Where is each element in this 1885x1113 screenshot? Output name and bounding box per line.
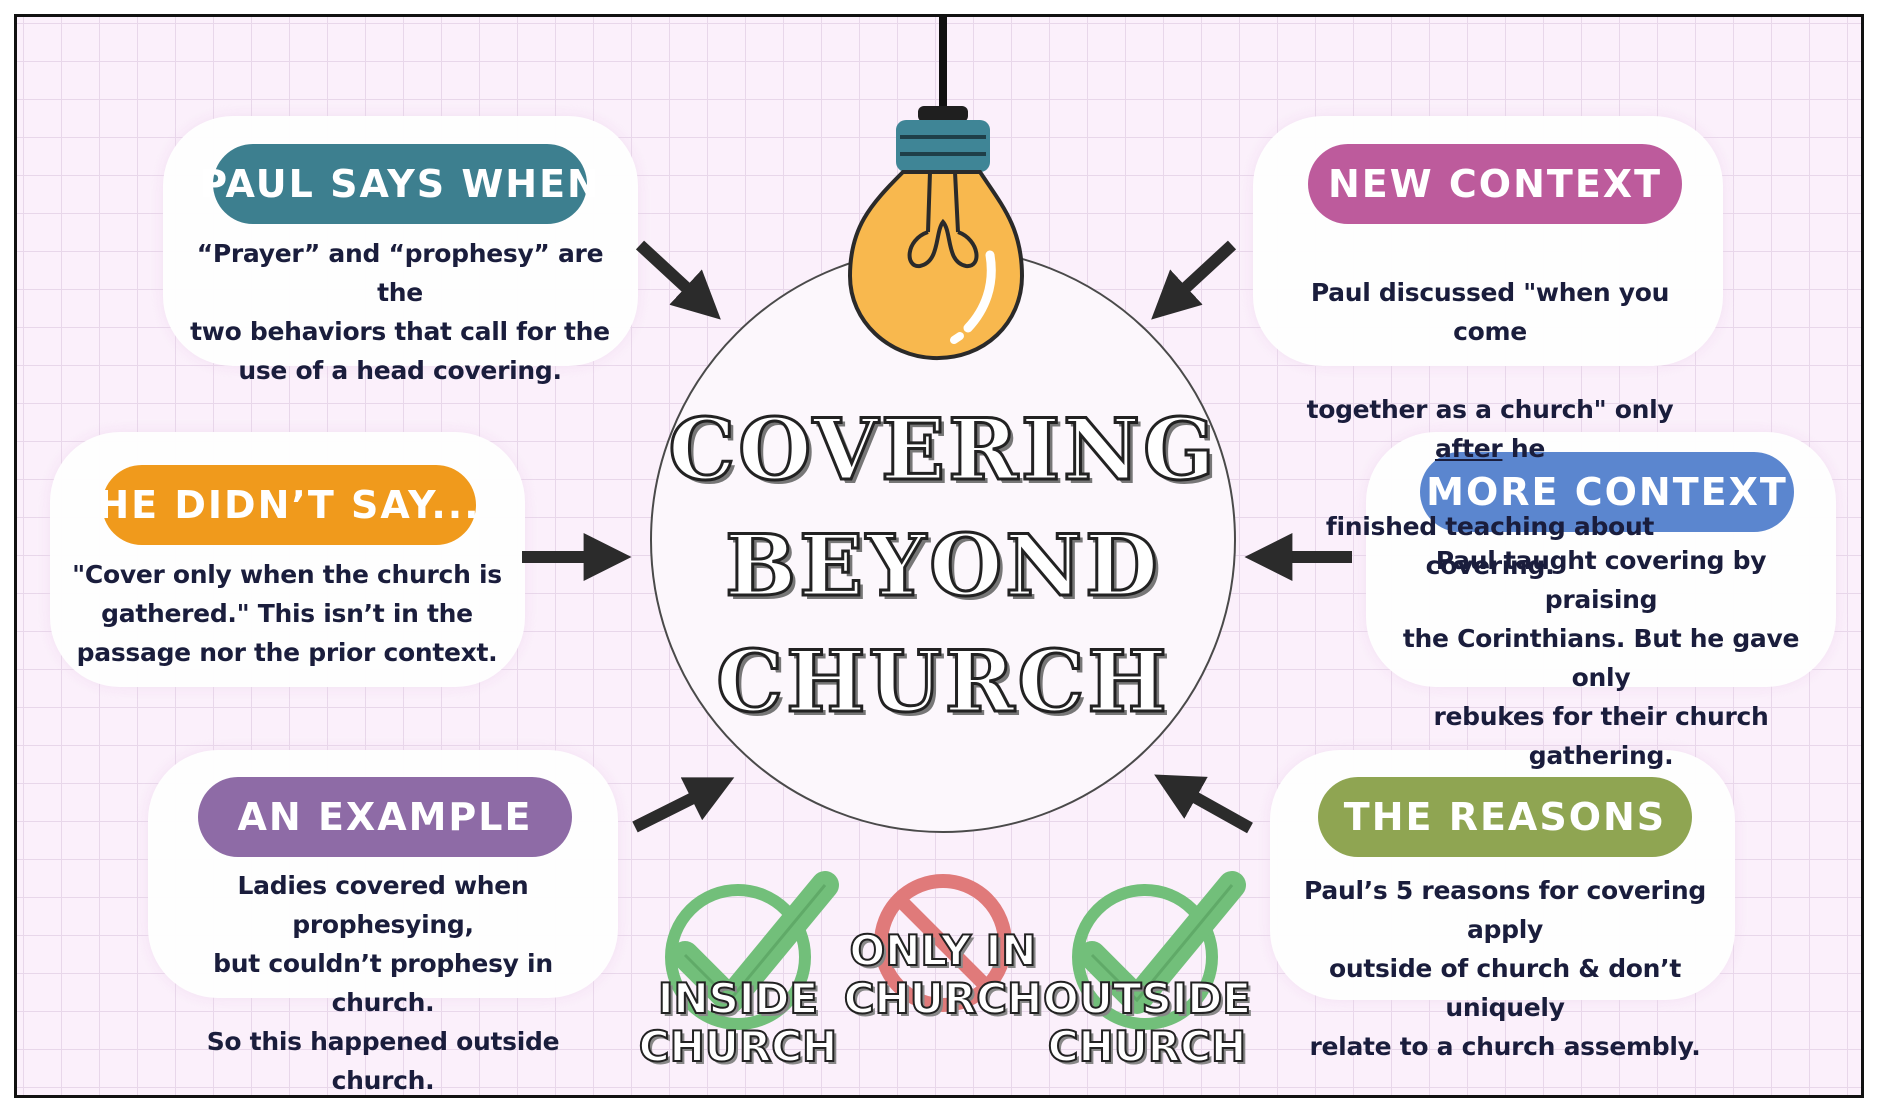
arrow-bottom-right xyxy=(1154,774,1253,834)
text-new-context-line1: Paul discussed "when you come xyxy=(1310,278,1670,346)
arrow-top-left xyxy=(635,240,721,320)
text-he-didnt-say: "Cover only when the church is gathered.… xyxy=(72,560,502,667)
text-an-example: Ladies covered when prophesying, but cou… xyxy=(206,871,560,1095)
text-the-reasons: Paul’s 5 reasons for covering apply outs… xyxy=(1304,876,1706,1061)
title-line-3: CHURCH xyxy=(715,631,1170,733)
label-only-in-church: ONLY IN CHURCH xyxy=(843,926,1043,1024)
prohibited-only-in-icon xyxy=(874,874,1012,1012)
check-outside-icon xyxy=(1072,871,1246,1030)
light-bulb-icon xyxy=(847,14,1025,361)
text-more-context: Paul taught covering by praising the Cor… xyxy=(1402,546,1800,770)
heading-more-context: MORE CONTEXT xyxy=(1420,452,1794,532)
heading-paul-says-when: PAUL SAYS WHEN xyxy=(199,144,599,224)
label-outside-church: OUTSIDE CHURCH xyxy=(1042,974,1252,1072)
text-new-context-emphasis: after xyxy=(1434,434,1503,463)
heading-an-example: AN EXAMPLE xyxy=(198,777,572,857)
text-new-context-line2b: he xyxy=(1502,434,1546,463)
check-inside-icon xyxy=(665,871,839,1030)
title-line-1: COVERING xyxy=(667,399,1218,501)
text-new-context: Paul discussed "when you come together a… xyxy=(1270,234,1710,585)
title-line-2: BEYOND xyxy=(724,515,1161,617)
text-new-context-line3: finished teaching about covering. xyxy=(1325,512,1655,580)
text-paul-says-when: “Prayer” and “prophesy” are the two beha… xyxy=(190,239,610,385)
heading-new-context: NEW CONTEXT xyxy=(1308,144,1682,224)
heading-he-didnt-say: HE DIDN’T SAY... xyxy=(97,465,479,545)
arrow-bottom-left xyxy=(632,777,735,833)
heading-the-reasons: THE REASONS xyxy=(1318,777,1692,857)
text-new-context-line2a: together as a church" only xyxy=(1306,395,1674,424)
label-inside-church: INSIDE CHURCH xyxy=(638,974,838,1072)
arrow-top-right xyxy=(1151,240,1237,320)
